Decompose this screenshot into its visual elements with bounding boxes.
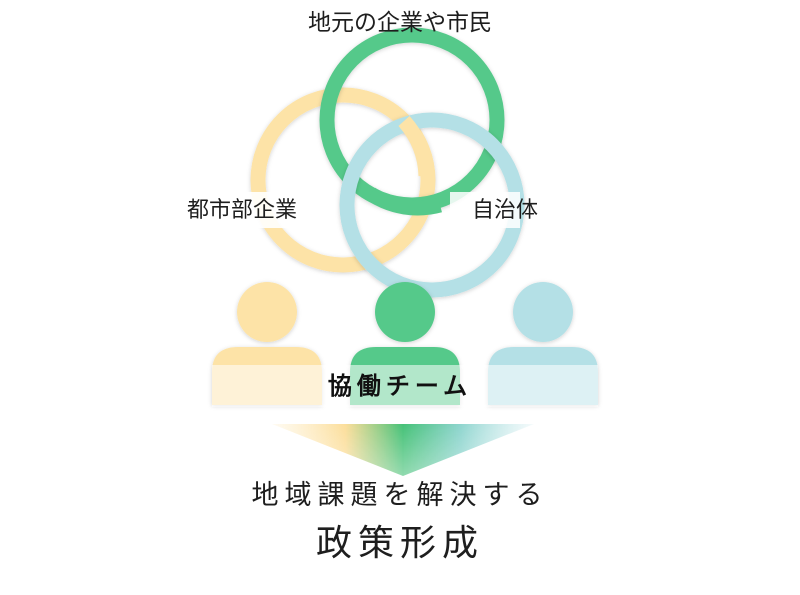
outcome-line2: 政策形成 — [315, 523, 484, 564]
ring-green-overlap — [366, 187, 442, 216]
label-backdrop-left — [180, 192, 318, 228]
partner-label-corporate: 都市部企業 — [187, 198, 298, 223]
ring-yellow-overlap — [398, 115, 434, 177]
partner-label-local: 地元の企業や市民 — [308, 10, 492, 36]
team-banner — [212, 365, 598, 407]
ring-yellow — [250, 87, 436, 273]
label-backdrop-right — [450, 192, 520, 228]
outcome-line1: 地域課題を解決する — [251, 480, 549, 511]
funnel — [272, 424, 534, 476]
partner-label-municipality: 自治体 — [472, 198, 539, 223]
team-label: 協働チーム — [327, 372, 473, 400]
rings — [250, 27, 525, 298]
